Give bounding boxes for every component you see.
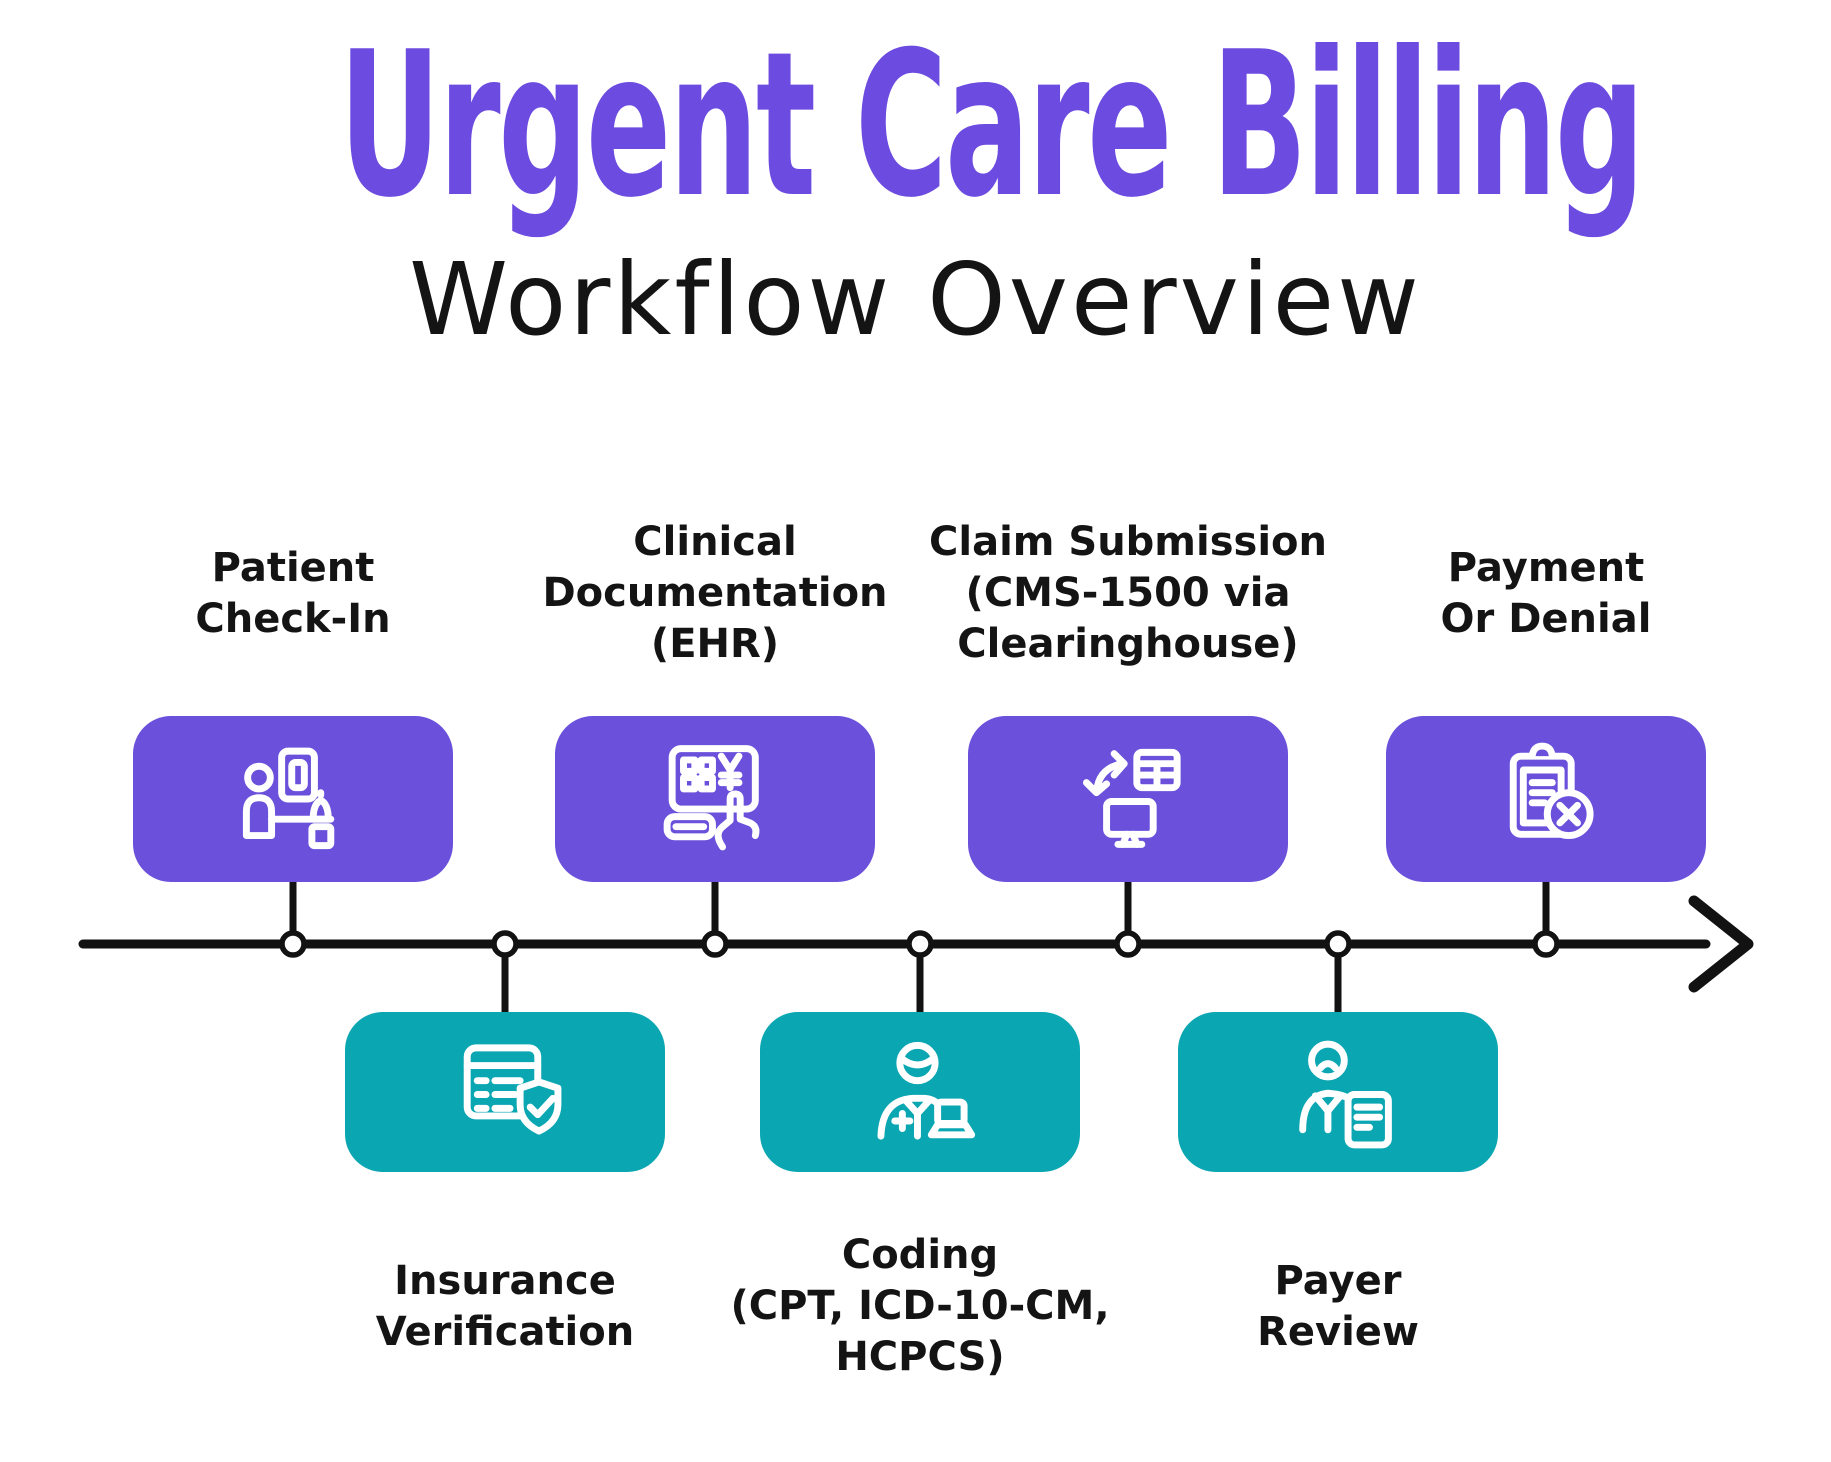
timeline-node (906, 930, 934, 958)
coding-icon (877, 1041, 976, 1140)
timeline-node (701, 930, 729, 958)
step-label-patient-check-in: Patient Check-In (195, 545, 391, 642)
ehr-documentation-icon (663, 745, 760, 851)
step-card-clinical-documentation (555, 716, 875, 882)
step-card-claim-submission (968, 716, 1288, 882)
timeline-node (491, 930, 519, 958)
step-label-payment-or-denial: Payment Or Denial (1440, 545, 1652, 642)
page-title: Urgent Care Billing (338, 9, 1645, 242)
insurance-verification-icon (463, 1044, 562, 1135)
timeline-arrowhead-icon (1688, 895, 1754, 993)
step-label-claim-submission: Claim Submission (CMS-1500 via Clearingh… (929, 519, 1327, 667)
timeline-node (1532, 930, 1560, 958)
step-card-patient-check-in (133, 716, 453, 882)
step-label-coding: Coding (CPT, ICD-10-CM, HCPCS) (730, 1232, 1110, 1380)
step-label-payer-review: Payer Review (1257, 1258, 1419, 1355)
step-label-clinical-documentation: Clinical Documentation (EHR) (542, 519, 888, 667)
timeline-node (1114, 930, 1142, 958)
payment-or-denial-icon (1509, 742, 1594, 840)
step-card-payment-or-denial (1386, 716, 1706, 882)
timeline-node (1324, 930, 1352, 958)
step-card-coding (760, 1012, 1080, 1172)
step-card-payer-review (1178, 1012, 1498, 1172)
step-card-insurance-verification (345, 1012, 665, 1172)
claim-submission-icon (1082, 748, 1181, 848)
page-subtitle: Workflow Overview (409, 241, 1422, 358)
step-label-insurance-verification: Insurance Verification (375, 1258, 635, 1355)
timeline-node (279, 930, 307, 958)
patient-check-in-icon (242, 747, 335, 850)
payer-review-icon (1299, 1040, 1392, 1149)
